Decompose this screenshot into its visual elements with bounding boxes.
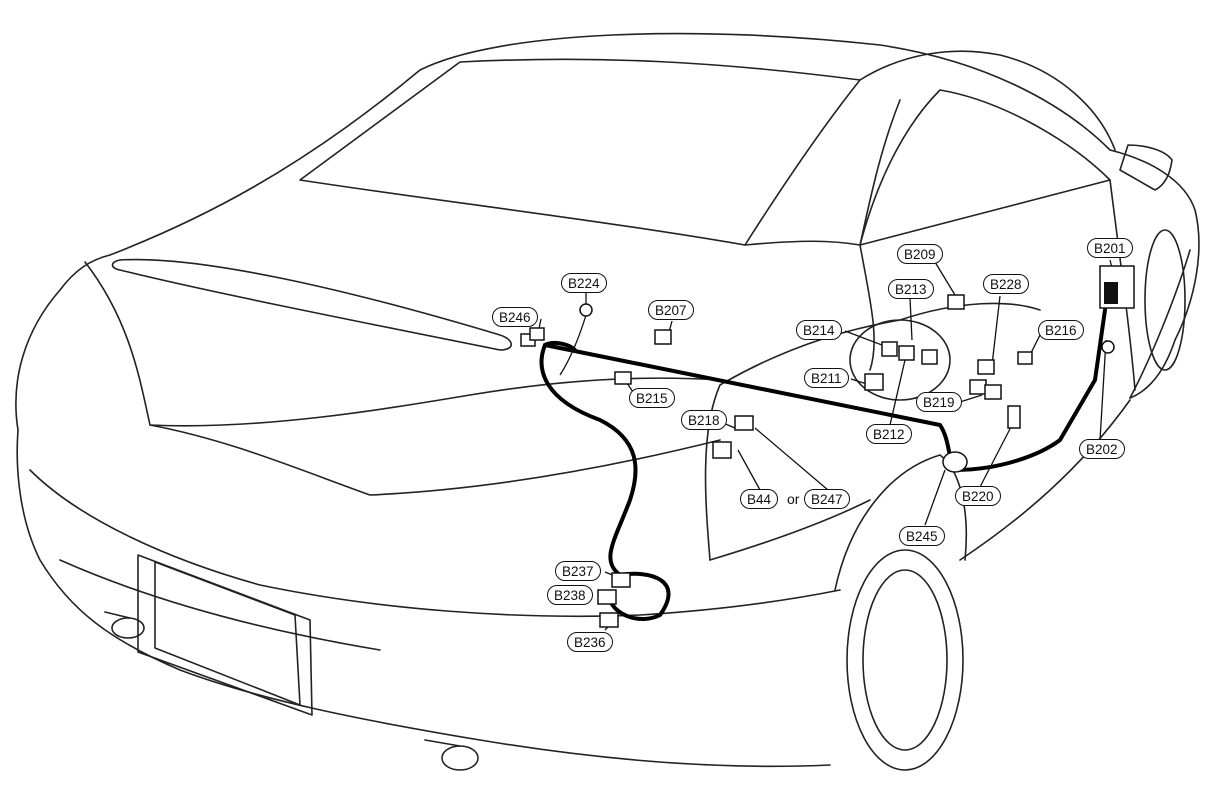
rear-window bbox=[299, 58, 861, 246]
connector-b211 bbox=[864, 373, 884, 391]
connector-b216 bbox=[1017, 351, 1033, 365]
connector-b209 bbox=[947, 294, 965, 310]
or-text: or bbox=[787, 491, 800, 507]
harness-left bbox=[539, 343, 671, 621]
label-b201: B201 bbox=[1087, 238, 1133, 258]
label-b212: B212 bbox=[866, 424, 912, 444]
exhaust-left bbox=[111, 617, 145, 639]
c-pillar bbox=[744, 99, 901, 246]
trunk-interior bbox=[704, 302, 1041, 561]
body-outline bbox=[15, 32, 1200, 431]
label-b224: B224 bbox=[561, 273, 607, 293]
connector-b246 bbox=[520, 327, 545, 347]
label-b246: B246 bbox=[492, 307, 538, 327]
front-tire bbox=[1144, 229, 1186, 371]
label-b216: B216 bbox=[1038, 320, 1084, 340]
label-b238: B238 bbox=[547, 585, 593, 605]
connector-b224 bbox=[579, 303, 593, 317]
harness-main bbox=[543, 308, 1107, 472]
connector-b202 bbox=[1101, 340, 1115, 354]
rear-tire bbox=[846, 549, 964, 771]
label-b219: B219 bbox=[916, 392, 962, 412]
connector-b218 bbox=[712, 415, 754, 459]
side-window bbox=[859, 89, 1111, 246]
license-plate bbox=[154, 561, 301, 706]
connector-b238 bbox=[597, 589, 617, 605]
label-b228: B228 bbox=[983, 274, 1029, 294]
lower-body bbox=[16, 429, 831, 768]
connector-b215 bbox=[614, 371, 632, 385]
label-b211: B211 bbox=[804, 368, 849, 388]
label-b215: B215 bbox=[629, 388, 675, 408]
label-b237: B237 bbox=[555, 561, 601, 581]
rear-bumper bbox=[29, 469, 841, 618]
spoiler bbox=[111, 258, 513, 351]
label-b202: B202 bbox=[1079, 439, 1125, 459]
connector-b213 bbox=[881, 341, 938, 365]
connector-b237 bbox=[611, 572, 631, 588]
connector-b236 bbox=[599, 612, 619, 628]
exhaust-right bbox=[441, 745, 479, 771]
connector-b220 bbox=[1007, 405, 1021, 429]
wheel-arch bbox=[834, 454, 968, 591]
label-b220: B220 bbox=[955, 486, 1001, 506]
label-b214: B214 bbox=[796, 320, 842, 340]
trunk-lid bbox=[84, 261, 721, 427]
label-b245: B245 bbox=[899, 526, 945, 546]
label-b236: B236 bbox=[567, 632, 613, 652]
label-b213: B213 bbox=[888, 279, 934, 299]
label-b44: B44 bbox=[740, 489, 779, 509]
connector-b228 bbox=[969, 359, 1002, 400]
label-b209: B209 bbox=[897, 244, 943, 264]
connector-b207 bbox=[654, 329, 672, 345]
roof-line bbox=[859, 50, 1116, 151]
label-b247: B247 bbox=[804, 489, 850, 509]
label-b218: B218 bbox=[681, 410, 727, 430]
connector-b245 bbox=[942, 451, 968, 473]
spare-well bbox=[849, 319, 951, 401]
side-mirror bbox=[1119, 144, 1173, 191]
label-b207: B207 bbox=[648, 300, 694, 320]
